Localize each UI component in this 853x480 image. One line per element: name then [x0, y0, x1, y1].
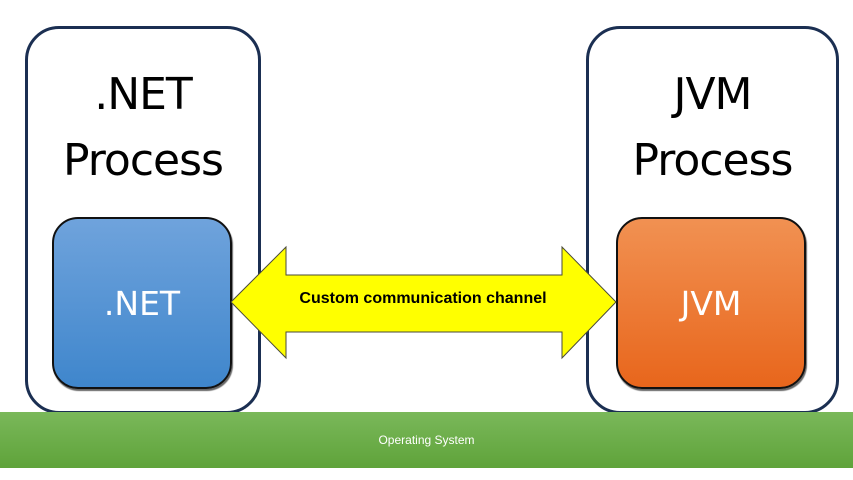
dotnet-runtime-label: .NET — [103, 283, 181, 323]
dotnet-process-title-line2: Process — [63, 135, 224, 186]
jvm-runtime-box: JVM — [616, 217, 806, 389]
dotnet-runtime-box: .NET — [52, 217, 232, 389]
dotnet-process-title-line1: .NET — [94, 69, 193, 120]
double-arrow-icon — [230, 245, 617, 360]
channel-label: Custom communication channel — [299, 290, 547, 307]
jvm-runtime-label: JVM — [680, 283, 742, 323]
jvm-process-title-line2: Process — [632, 135, 794, 186]
operating-system-layer: Operating System — [0, 412, 853, 468]
operating-system-label: Operating System — [378, 433, 475, 447]
jvm-process-title-line1: JVM — [673, 69, 752, 120]
